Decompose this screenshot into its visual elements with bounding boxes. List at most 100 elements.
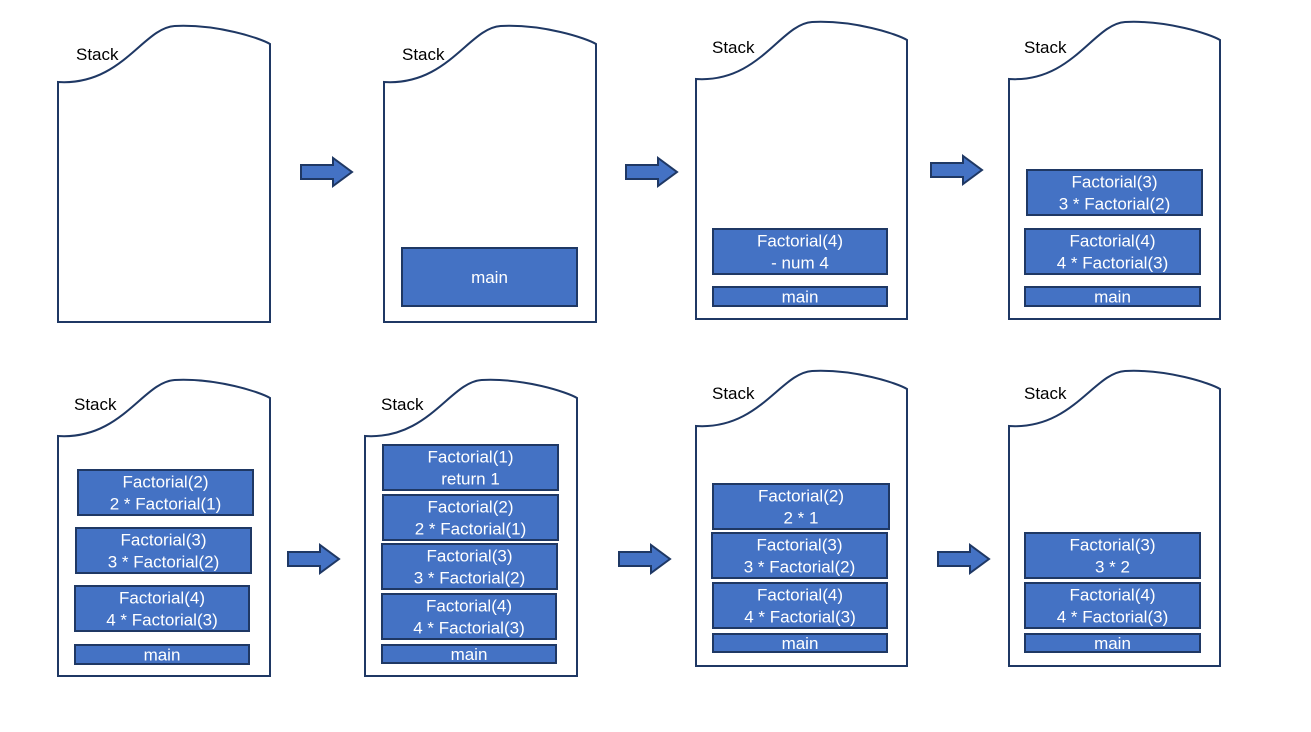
stack-frame-box bbox=[712, 228, 888, 275]
stack-frame-text: 4 * Factorial(3) bbox=[1057, 254, 1168, 273]
stack-frame: main bbox=[1024, 633, 1201, 653]
stack-frame-text: 3 * Factorial(2) bbox=[744, 558, 855, 577]
stack-frame-text: Factorial(1) bbox=[428, 448, 514, 467]
stack-frame: Factorial(4) 4 * Factorial(3) bbox=[74, 585, 250, 632]
right-arrow-icon bbox=[287, 543, 341, 575]
stack-frame-text: Factorial(2) bbox=[123, 473, 209, 492]
stack-frame-box bbox=[381, 593, 557, 640]
stack-frame-box bbox=[712, 633, 888, 653]
stack-frame-text: 2 * Factorial(1) bbox=[415, 520, 526, 539]
stack-frame-text: 4 * Factorial(3) bbox=[106, 611, 217, 630]
stack-frame-box bbox=[74, 585, 250, 632]
stack-frame: Factorial(4) 4 * Factorial(3) bbox=[1024, 582, 1201, 629]
stack-frame-text: Factorial(3) bbox=[1070, 536, 1156, 555]
stack-frame: Factorial(4) - num 4 bbox=[712, 228, 888, 275]
stack-frame-box bbox=[382, 494, 559, 541]
stack-panel: Stack bbox=[57, 24, 271, 323]
stack-frame: main bbox=[74, 644, 250, 665]
stack-frame: Factorial(4) 4 * Factorial(3) bbox=[1024, 228, 1201, 275]
stack-frame-text: main bbox=[782, 634, 819, 653]
stack-frame-box bbox=[401, 247, 578, 307]
stack-frame-box bbox=[1024, 582, 1201, 629]
stack-frame-box bbox=[75, 527, 252, 574]
stack-frame: Factorial(3) 3 * Factorial(2) bbox=[75, 527, 252, 574]
stack-frame-text: 4 * Factorial(3) bbox=[413, 619, 524, 638]
stack-frame-box bbox=[712, 286, 888, 307]
stack-frame-box bbox=[382, 444, 559, 491]
stack-frame-text: 3 * 2 bbox=[1095, 558, 1130, 577]
stack-frame-box bbox=[1024, 633, 1201, 653]
stack-frame-text: - num 4 bbox=[771, 254, 829, 273]
right-arrow-icon bbox=[300, 156, 354, 188]
stack-frame-text: 4 * Factorial(3) bbox=[744, 608, 855, 627]
stack-frame-text: Factorial(3) bbox=[427, 547, 513, 566]
stack-frame-text: Factorial(4) bbox=[1070, 586, 1156, 605]
stack-frame-text: Factorial(3) bbox=[1072, 173, 1158, 192]
stack-frame-box bbox=[381, 543, 558, 590]
stack-frame-text: Factorial(3) bbox=[121, 531, 207, 550]
stack-frame-text: Factorial(4) bbox=[757, 586, 843, 605]
stack-frame: main bbox=[401, 247, 578, 307]
stack-frame-box bbox=[712, 483, 890, 530]
stack-label: Stack bbox=[712, 384, 755, 403]
right-arrow-icon bbox=[625, 156, 679, 188]
stack-frame-box bbox=[74, 644, 250, 665]
stack-frame-text: 2 * Factorial(1) bbox=[110, 495, 221, 514]
stack-frame-text: Factorial(4) bbox=[757, 232, 843, 251]
stack-frame-box bbox=[1024, 286, 1201, 307]
stack-label: Stack bbox=[76, 45, 119, 64]
stack-outline bbox=[57, 24, 271, 323]
stack-frame-text: 4 * Factorial(3) bbox=[1057, 608, 1168, 627]
stack-frame-text: Factorial(2) bbox=[428, 498, 514, 517]
stack-frame-box bbox=[1026, 169, 1203, 216]
stack-frame-text: main bbox=[1094, 288, 1131, 307]
stack-frame: Factorial(3) 3 * Factorial(2) bbox=[1026, 169, 1203, 216]
stack-frame: main bbox=[381, 644, 557, 664]
stack-frame-text: main bbox=[451, 645, 488, 664]
right-arrow-icon bbox=[930, 154, 984, 186]
stack-label: Stack bbox=[712, 38, 755, 57]
stack-frame-text: 2 * 1 bbox=[784, 509, 819, 528]
stack-frame-box bbox=[711, 532, 888, 579]
stack-frame-box bbox=[1024, 228, 1201, 275]
stack-frame-text: Factorial(4) bbox=[1070, 232, 1156, 251]
stack-frame-text: 3 * Factorial(2) bbox=[1059, 195, 1170, 214]
stack-frame: main bbox=[1024, 286, 1201, 307]
stack-label: Stack bbox=[1024, 38, 1067, 57]
stack-frame: Factorial(2) 2 * Factorial(1) bbox=[77, 469, 254, 516]
stack-frame: Factorial(4) 4 * Factorial(3) bbox=[712, 582, 888, 629]
stack-label: Stack bbox=[402, 45, 445, 64]
stack-label: Stack bbox=[381, 395, 424, 414]
stack-frame-box bbox=[1024, 532, 1201, 579]
stack-frame-text: Factorial(2) bbox=[758, 487, 844, 506]
right-arrow-icon bbox=[618, 543, 672, 575]
stack-frame: main bbox=[712, 286, 888, 307]
stack-frame-text: Factorial(3) bbox=[757, 536, 843, 555]
stack-frame-text: Factorial(4) bbox=[426, 597, 512, 616]
stack-label: Stack bbox=[74, 395, 117, 414]
stack-frame-text: Factorial(4) bbox=[119, 589, 205, 608]
stack-panel: Stack main bbox=[383, 24, 597, 323]
stack-frame: main bbox=[712, 633, 888, 653]
stack-frame: Factorial(3) 3 * Factorial(2) bbox=[711, 532, 888, 579]
stack-frame: Factorial(3) 3 * Factorial(2) bbox=[381, 543, 558, 590]
stack-frame-box bbox=[77, 469, 254, 516]
stack-frame-text: return 1 bbox=[441, 470, 500, 489]
stack-frame-text: main bbox=[144, 646, 181, 665]
stack-frame-text: 3 * Factorial(2) bbox=[108, 553, 219, 572]
stack-frame-text: 3 * Factorial(2) bbox=[414, 569, 525, 588]
stack-frame-box bbox=[381, 644, 557, 664]
stack-frame: Factorial(2) 2 * Factorial(1) bbox=[382, 494, 559, 541]
right-arrow-icon bbox=[937, 543, 991, 575]
stack-frame: Factorial(4) 4 * Factorial(3) bbox=[381, 593, 557, 640]
stack-frame-text: main bbox=[1094, 634, 1131, 653]
stack-frame-text: main bbox=[471, 268, 508, 287]
stack-label: Stack bbox=[1024, 384, 1067, 403]
